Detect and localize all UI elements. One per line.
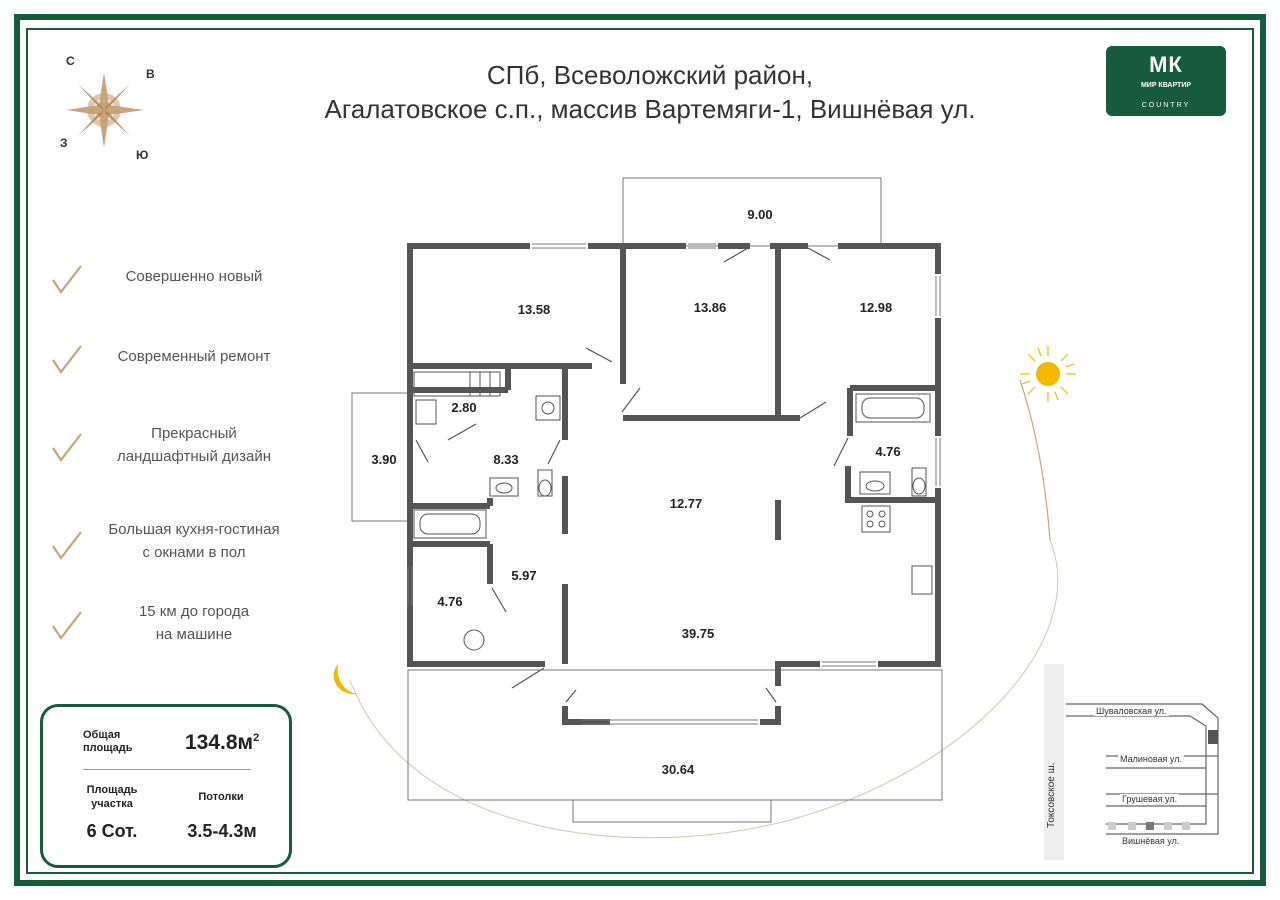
- map-road-label: Токсовское ш.: [1046, 762, 1057, 828]
- room-corridor-area: 5.97: [511, 568, 537, 583]
- moon-icon: [333, 664, 358, 695]
- compass-rose-icon: [66, 72, 144, 148]
- check-icon: [52, 345, 82, 374]
- compass-east-label: В: [146, 67, 155, 81]
- plan-fixtures: [413, 393, 933, 651]
- inner-frame: [26, 28, 1254, 874]
- compass-south-label: Ю: [136, 148, 149, 162]
- room-terrace-area: 30.64: [661, 762, 695, 777]
- check-icon: [52, 433, 82, 462]
- total-area-value: 134.8м2: [185, 731, 260, 754]
- ceiling-height-value: 3.5-4.3м: [187, 821, 257, 841]
- brand-logo: МК МИР КВАРТИР COUNTRY: [1106, 46, 1226, 116]
- floor-plan: [351, 177, 943, 823]
- area-info-box: Общая площадь 134.8м2 Площадь участка По…: [40, 704, 292, 868]
- sun-icon: [1020, 346, 1076, 402]
- map-street-label: Грушевая ул.: [1120, 794, 1180, 804]
- map-street-label: Вишнёвая ул.: [1120, 836, 1182, 846]
- compass-north-label: С: [66, 54, 75, 68]
- room-porch-area: 3.90: [371, 452, 397, 467]
- feature-text: Совершенно новый: [125, 268, 263, 285]
- room-bedroom-3-area: 12.98: [859, 300, 893, 315]
- map-street-label: Малиновая ул.: [1118, 754, 1184, 764]
- logo-mark: МК: [1149, 52, 1183, 77]
- room-bedroom-1-area: 13.58: [517, 302, 551, 317]
- address-line-2: Агалатовское с.п., массив Вартемяги-1, В…: [324, 94, 976, 124]
- compass-west-label: З: [60, 136, 68, 150]
- room-bath-left-area: 8.33: [493, 452, 519, 467]
- room-sauna-area: 2.80: [451, 400, 477, 415]
- ceiling-label: Потолки: [198, 791, 244, 803]
- plan-outlines: [351, 177, 943, 823]
- logo-brand-name: МИР КВАРТИР: [1140, 82, 1192, 89]
- plan-walls: [407, 243, 941, 725]
- map-street-label: Шуваловская ул.: [1094, 706, 1169, 716]
- room-boiler-area: 4.76: [437, 594, 463, 609]
- plan-door-swings: [415, 247, 849, 703]
- total-area-label: Общая площадь: [83, 729, 133, 754]
- check-icon: [52, 611, 82, 640]
- check-icon: [52, 531, 82, 560]
- sun-path-arc: [349, 379, 1059, 839]
- feature-text: Современный ремонт: [117, 348, 271, 365]
- address-title: СПб, Всеволожский район, Агалатовское с.…: [300, 58, 1000, 126]
- room-bath-right-area: 4.76: [875, 444, 901, 459]
- room-hall-area: 12.77: [669, 496, 703, 511]
- room-living-area: 39.75: [681, 626, 715, 641]
- outer-frame: [14, 14, 1266, 886]
- plan-windows: [407, 243, 941, 725]
- room-bedroom-2-area: 13.86: [693, 300, 727, 315]
- logo-subtitle: COUNTRY: [1141, 102, 1191, 109]
- check-icon: [52, 265, 82, 294]
- plot-area-value: 6 Сот.: [86, 821, 138, 841]
- address-line-1: СПб, Всеволожский район,: [486, 60, 814, 90]
- location-map: [1044, 664, 1219, 860]
- room-balcony-area: 9.00: [747, 207, 773, 222]
- plot-area-label: Площадь участка: [86, 784, 138, 810]
- plan-stairs: [413, 371, 501, 425]
- divider: [83, 769, 251, 770]
